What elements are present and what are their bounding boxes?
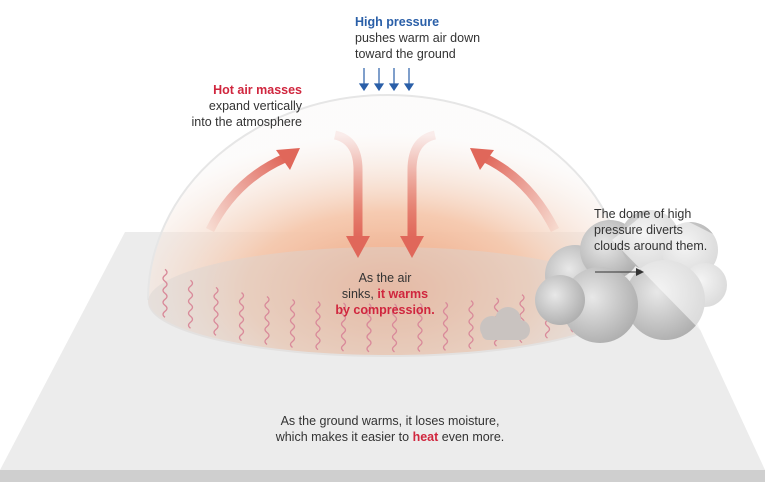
dome-outline (147, 94, 629, 301)
ground-line2c: even more. (438, 430, 505, 444)
sinking-arrow-left-head (346, 236, 370, 258)
heat-dome (148, 95, 628, 355)
heat-wave (468, 300, 474, 350)
heat-wave (366, 303, 372, 353)
sinks-line1: As the air (358, 271, 412, 285)
hot-air-line1: expand vertically (208, 99, 302, 113)
dome-line3: clouds around them. (594, 239, 708, 253)
heat-wave (264, 295, 270, 346)
ground-line2b: heat (412, 430, 439, 444)
heat-wave (213, 286, 219, 336)
heat-wave (238, 292, 245, 342)
heat-wave (417, 302, 423, 353)
divert-arrow (595, 268, 644, 276)
heat-wave (187, 279, 194, 329)
sinking-arrow-left (333, 130, 363, 238)
heat-wave (340, 302, 347, 352)
heat-wave (162, 268, 168, 318)
rising-arrow-left-head (276, 148, 300, 170)
ground-edge (0, 470, 765, 482)
dome-line1: The dome of high (594, 207, 692, 221)
rising-arrow-left (205, 153, 287, 233)
high-pressure-line1: pushes warm air down (355, 31, 481, 45)
dome-label: The dome of high pressure diverts clouds… (594, 206, 707, 254)
small-cloud (480, 307, 530, 340)
sinking-arrow-right-head (400, 236, 424, 258)
sinking-arrow-right (407, 130, 437, 238)
pressure-arrows (358, 68, 415, 92)
heat-wave (289, 298, 296, 348)
sinks-line2a: sinks, (341, 287, 378, 301)
ground-label: As the ground warms, it loses moisture, … (260, 413, 520, 445)
heat-wave (315, 301, 321, 351)
sinks-label: As the air sinks, it warms by compressio… (320, 270, 450, 318)
sinks-line3: by compression. (335, 303, 435, 317)
heat-wave (391, 303, 398, 353)
cloud-light-beam (612, 205, 765, 330)
high-pressure-line2: toward the ground (355, 47, 456, 61)
dome-line2: pressure diverts (594, 223, 683, 237)
hot-air-label: Hot air masses expand vertically into th… (180, 82, 303, 130)
hot-air-line2: into the atmosphere (191, 115, 303, 129)
high-pressure-title: High pressure (355, 15, 440, 29)
rising-arrow-right-head (470, 148, 494, 170)
ground-line1: As the ground warms, it loses moisture, (280, 414, 500, 428)
sinks-line2b: it warms (377, 287, 429, 301)
high-pressure-label: High pressure pushes warm air down towar… (355, 14, 480, 62)
heat-wave (442, 301, 449, 351)
hot-air-title: Hot air masses (213, 83, 302, 97)
rising-arrow-right (482, 153, 560, 233)
ground-line2a: which makes it easier to (275, 430, 413, 444)
